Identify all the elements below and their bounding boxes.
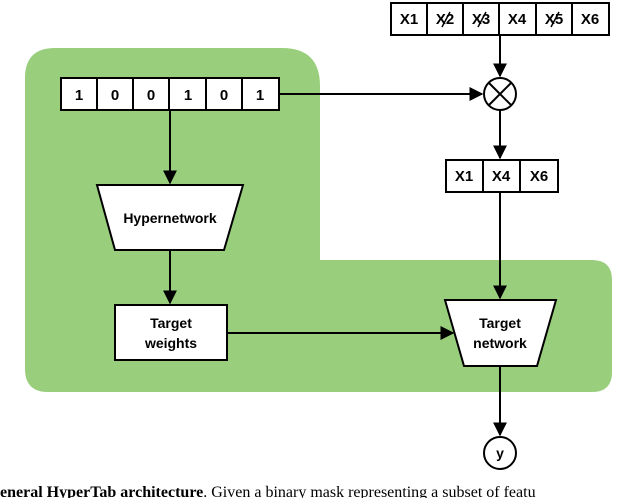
target-network-block: Target network [443,299,558,367]
feature-row: X1 X2 X3 X4 X5 X6 [390,2,610,36]
target-weights-label-line1: Target [150,315,192,331]
feature-cell: X1 [400,11,418,28]
mask-cell: 1 [256,87,264,104]
mask-row: 1 0 0 1 0 1 [60,77,280,111]
output-label: y [496,445,504,461]
target-network-label-line2: network [473,335,527,351]
selected-feature-cell: X1 [455,168,473,185]
feature-cell: X6 [581,11,599,28]
output-node: y [483,436,517,470]
feature-cell: X4 [508,11,527,28]
strike-mark [550,11,560,28]
target-weights-block: Target weights [114,304,228,361]
target-network-label-line1: Target [479,315,521,331]
target-weights-label-line2: weights [144,335,197,351]
caption-rest: . Given a binary mask representing a sub… [203,484,535,498]
selected-feature-cell: X4 [492,168,511,185]
multiply-node [483,77,517,111]
hypernetwork-block: Hypernetwork [95,184,245,251]
feature-cell: X5 [545,11,563,28]
hypernetwork-label: Hypernetwork [123,210,217,226]
mask-cell: 1 [75,87,83,104]
mask-cell: 0 [220,87,228,104]
selected-feature-cell: X6 [530,168,548,185]
mask-cell: 0 [147,87,155,104]
caption-bold: eneral HyperTab architecture [0,484,203,498]
mask-cell: 0 [111,87,119,104]
connections [163,35,507,437]
strike-mark [441,11,451,28]
strike-mark [477,11,487,28]
feature-cell: X2 [436,11,454,28]
caption: eneral HyperTab architecture. Given a bi… [0,484,536,498]
mask-cell: 1 [184,87,192,104]
selected-feature-row: X1 X4 X6 [445,159,559,193]
feature-cell: X3 [472,11,490,28]
